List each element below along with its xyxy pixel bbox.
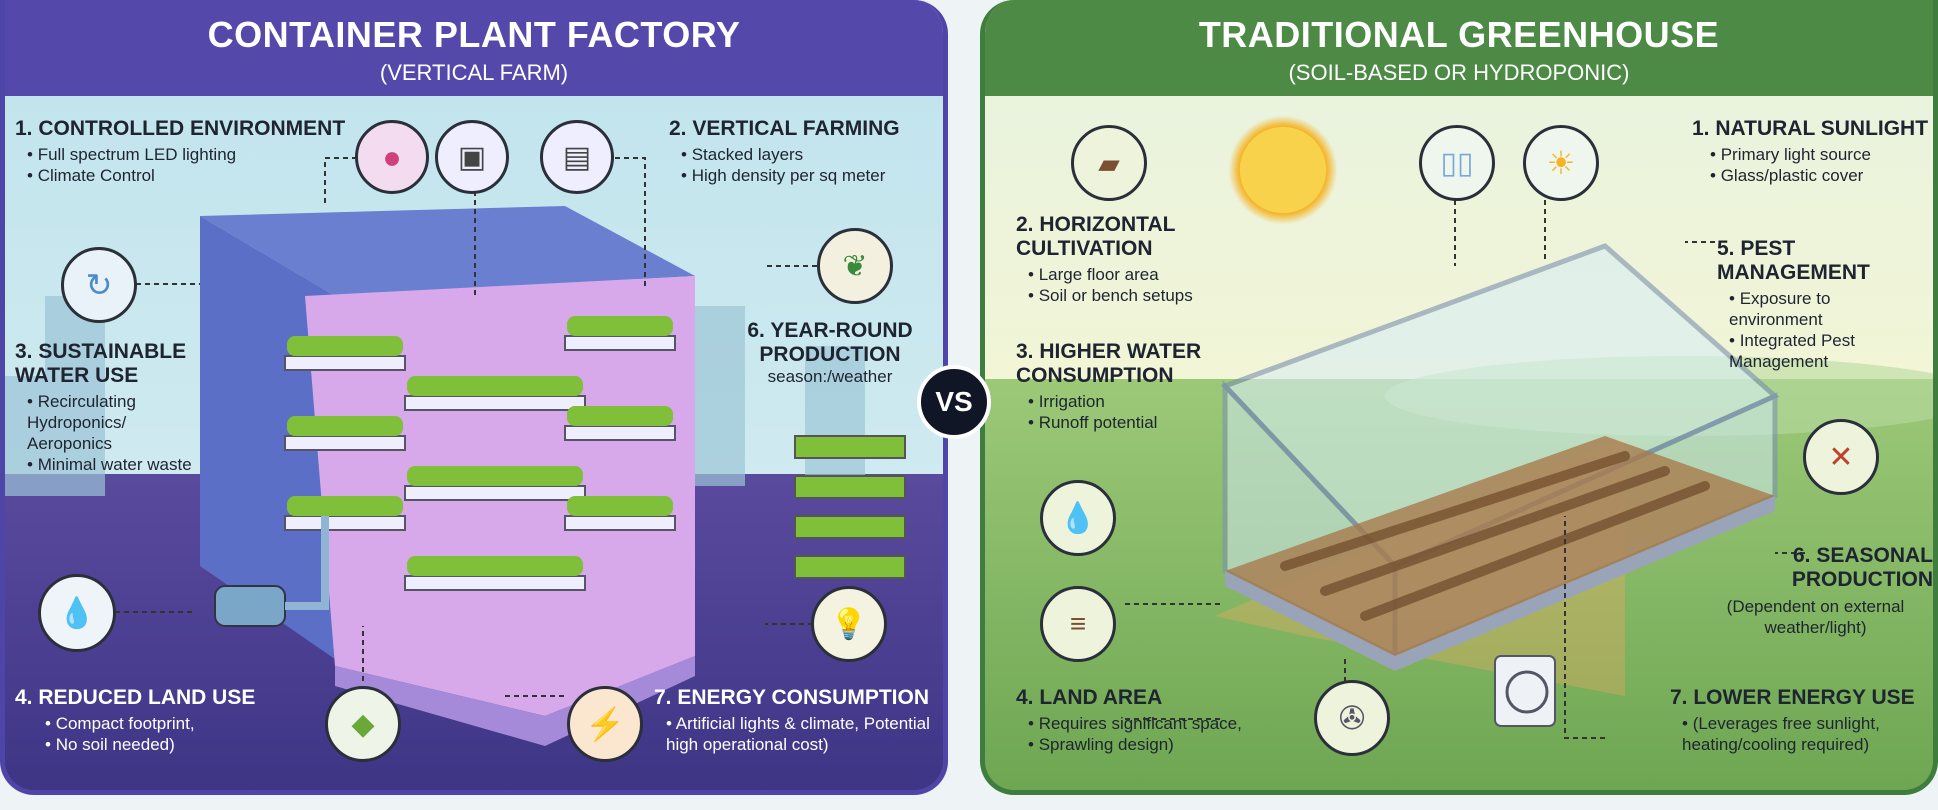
section-title: 6. YEAR-ROUND PRODUCTION <box>747 319 913 366</box>
bullet: Climate Control <box>27 165 345 186</box>
section-title: 1. NATURAL SUNLIGHT <box>1692 117 1929 140</box>
bullet: (Leverages free sunlight, heating/coolin… <box>1682 713 1930 755</box>
no-pest-icon: ✕ <box>1803 419 1879 495</box>
bullet: Artificial lights & climate, Potential h… <box>666 713 943 755</box>
light-bulb-icon: 💡 <box>811 586 887 662</box>
container-illustration <box>5 157 906 746</box>
right-header: TRADITIONAL GREENHOUSE (SOIL-BASED OR HY… <box>985 0 1933 96</box>
vs-badge: VS <box>917 365 991 439</box>
bullet: Recirculating Hydroponics/ Aeroponics <box>27 391 195 454</box>
right-section-4: 4. LAND AREA Requires significant space,… <box>1016 686 1316 755</box>
bullet: Irrigation <box>1028 391 1216 412</box>
section-title: 4. REDUCED LAND USE <box>15 686 256 709</box>
left-section-7: 7. ENERGY CONSUMPTION Artificial lights … <box>654 686 943 755</box>
section-title: 5. PEST MANAGEMENT <box>1717 237 1870 284</box>
energy-bolt-icon: ⚡ <box>567 686 643 762</box>
section-title: 2. VERTICAL FARMING <box>669 117 900 140</box>
soil-bed-icon: ▰ <box>1071 125 1147 201</box>
bullet: Compact footprint, <box>45 713 255 734</box>
section-title: 7. ENERGY CONSUMPTION <box>654 686 929 709</box>
right-section-7: 7. LOWER ENERGY USE (Leverages free sunl… <box>1670 686 1930 755</box>
right-section-5: 5. PEST MANAGEMENT Exposure to environme… <box>1717 237 1917 372</box>
right-title: TRADITIONAL GREENHOUSE <box>1198 14 1720 55</box>
section-title: 3. HIGHER WATER CONSUMPTION <box>1016 340 1202 387</box>
water-drop-icon: 💧 <box>38 574 116 652</box>
section-title: 4. LAND AREA <box>1016 686 1163 709</box>
fan-icon: ✇ <box>1314 680 1390 756</box>
bullet: Full spectrum LED lighting <box>27 144 345 165</box>
section-note: season:/weather <box>767 367 893 386</box>
small-sun-icon: ☀ <box>1523 125 1599 201</box>
bullet: Runoff potential <box>1028 412 1216 433</box>
section-note: (Dependent on external weather/light) <box>1726 597 1905 637</box>
traditional-greenhouse-panel: TRADITIONAL GREENHOUSE (SOIL-BASED OR HY… <box>980 0 1938 795</box>
right-section-1: 1. NATURAL SUNLIGHT Primary light source… <box>1692 117 1928 186</box>
greenhouse-illustration <box>1125 191 1933 739</box>
left-title: CONTAINER PLANT FACTORY <box>207 14 741 55</box>
bullet: Sprawling design) <box>1028 734 1316 755</box>
glass-panel-icon: ▯▯ <box>1419 125 1495 201</box>
left-section-1: 1. CONTROLLED ENVIRONMENT Full spectrum … <box>15 117 345 186</box>
section-title: 1. CONTROLLED ENVIRONMENT <box>15 117 346 140</box>
right-subtitle: (SOIL-BASED OR HYDROPONIC) <box>1288 60 1630 85</box>
bullet: Minimal water waste <box>27 454 195 475</box>
bullet: Exposure to environment <box>1729 288 1917 330</box>
left-section-2: 2. VERTICAL FARMING Stacked layersHigh d… <box>669 117 900 186</box>
bullet: Requires significant space, <box>1028 713 1316 734</box>
bullet: High density per sq meter <box>681 165 900 186</box>
controller-icon: ▤ <box>540 120 614 194</box>
left-header: CONTAINER PLANT FACTORY (VERTICAL FARM) <box>5 0 943 96</box>
section-title: 3. SUSTAINABLE WATER USE <box>15 340 187 387</box>
left-section-3: 3. SUSTAINABLE WATER USE Recirculating H… <box>15 340 195 475</box>
bullet: Integrated Pest Management <box>1729 330 1917 372</box>
section-title: 2. HORIZONTAL CULTIVATION <box>1016 213 1176 260</box>
section-title: 7. LOWER ENERGY USE <box>1670 686 1915 709</box>
sun-icon <box>1228 115 1338 225</box>
led-icon: ● <box>355 120 429 194</box>
bullet: Stacked layers <box>681 144 900 165</box>
section-title: 6. SEASONAL PRODUCTION <box>1791 544 1933 591</box>
left-subtitle: (VERTICAL FARM) <box>379 60 569 85</box>
water-cycle-icon: ↻ <box>61 247 137 323</box>
right-section-3: 3. HIGHER WATER CONSUMPTION IrrigationRu… <box>1016 340 1216 433</box>
bullet: Glass/plastic cover <box>1710 165 1928 186</box>
left-section-6: 6. YEAR-ROUND PRODUCTION season:/weather <box>740 319 920 387</box>
left-section-4: 4. REDUCED LAND USE Compact footprint,No… <box>15 686 255 755</box>
bullet: Soil or bench setups <box>1028 285 1236 306</box>
right-section-2: 2. HORIZONTAL CULTIVATION Large floor ar… <box>1016 213 1236 306</box>
crop-rows-icon: ≡ <box>1040 586 1116 662</box>
land-icon: ◆ <box>325 686 401 762</box>
water-drop-soil-icon: 💧 <box>1040 480 1116 556</box>
right-section-6: 6. SEASONAL PRODUCTION (Dependent on ext… <box>1698 544 1933 638</box>
bullet: Large floor area <box>1028 264 1236 285</box>
sensor-icon: ▣ <box>435 120 509 194</box>
container-plant-factory-panel: CONTAINER PLANT FACTORY (VERTICAL FARM) … <box>0 0 948 795</box>
bullet: Primary light source <box>1710 144 1928 165</box>
sprout-icon: ❦ <box>817 228 893 304</box>
bullet: No soil needed) <box>45 734 255 755</box>
